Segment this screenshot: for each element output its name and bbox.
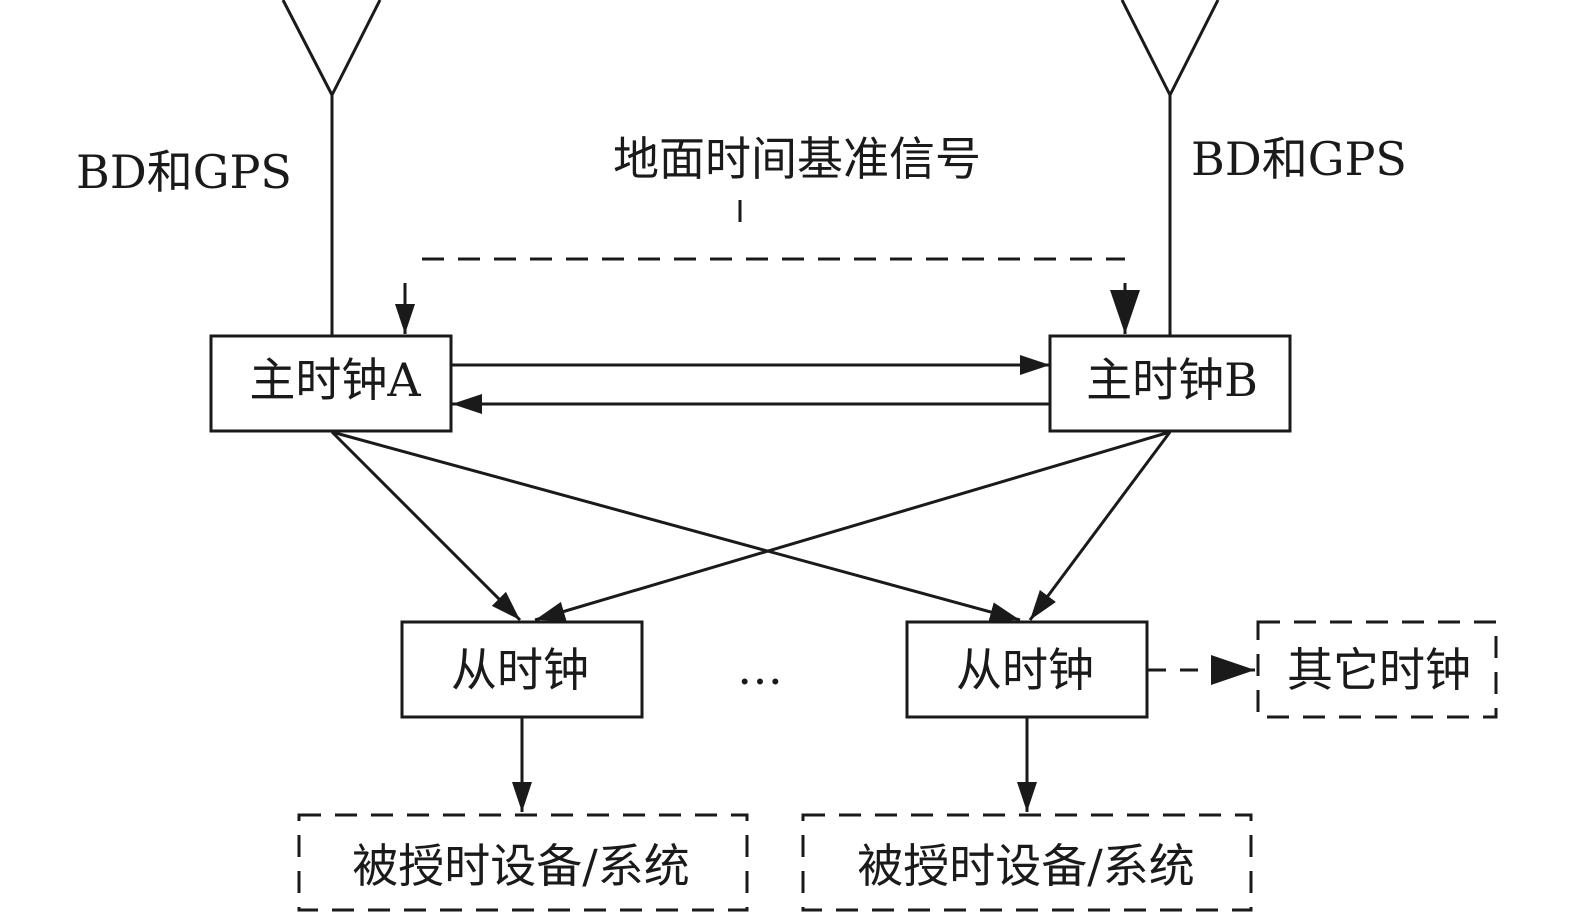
ground-reference-label: 地面时间基准信号 — [613, 132, 981, 186]
arrow-b-to-slave-right — [1028, 431, 1172, 621]
master-clock-a-box — [209, 334, 453, 433]
timed-device-left-label: 被授时设备/系统 — [352, 839, 690, 893]
master-clock-b-label: 主时钟B — [1086, 353, 1258, 407]
antenna-right-icon — [1120, 0, 1220, 335]
arrow-a-to-slave-right — [331, 430, 1021, 622]
slave-clock-ellipsis: … — [737, 641, 783, 695]
timed-device-right-label: 被授时设备/系统 — [857, 839, 1195, 893]
antenna-right-label: BD和GPS — [1191, 132, 1407, 186]
antenna-left-label: BD和GPS — [76, 145, 292, 199]
slave-clock-left-box — [400, 620, 644, 719]
master-clock-b-box — [1048, 334, 1292, 433]
antenna-left-icon — [281, 0, 382, 335]
slave-clock-left-label: 从时钟 — [451, 643, 589, 697]
other-clock-label: 其它时钟 — [1287, 643, 1471, 697]
slave-clock-right-box — [905, 620, 1149, 719]
ground-reference-connector — [422, 200, 1125, 261]
master-clock-a-label: 主时钟A — [249, 353, 421, 407]
arrow-a-to-slave-left — [330, 430, 522, 622]
arrow-b-to-slave-left — [534, 430, 1171, 622]
slave-clock-right-label: 从时钟 — [956, 643, 1094, 697]
other-clock-box — [1256, 620, 1498, 719]
timed-device-right-box — [801, 813, 1253, 912]
timed-device-left-box — [297, 813, 749, 912]
